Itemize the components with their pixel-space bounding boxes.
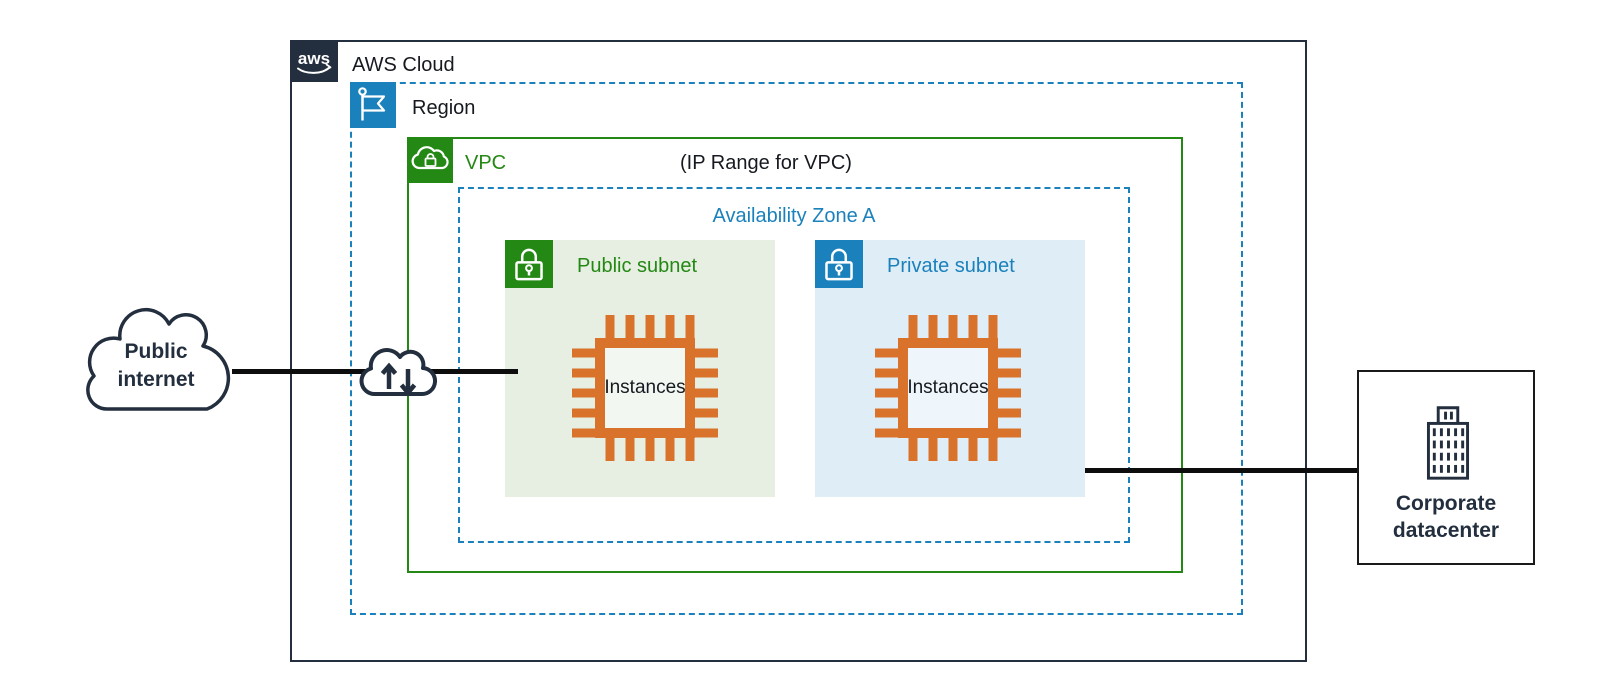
private-subnet-label: Private subnet xyxy=(887,255,1015,277)
public-internet-node: Public internet xyxy=(72,302,240,420)
region-group: Region VPC (IP Range for VPC) Availabili… xyxy=(350,82,1243,615)
aws-cloud-group: aws AWS Cloud Region xyxy=(290,40,1307,662)
private-instances-label: Instances xyxy=(907,377,989,398)
public-instances-label: Instances xyxy=(604,377,686,398)
private-subnet-lock-icon xyxy=(815,240,863,288)
private-subnet-group: Private subnet xyxy=(815,240,1085,497)
vpc-cloud-lock-icon xyxy=(407,137,453,183)
instances-icon: Instances xyxy=(863,303,1033,473)
vpc-ip-range-label: (IP Range for VPC) xyxy=(680,152,852,174)
internet-gateway-icon xyxy=(352,332,444,410)
public-subnet-lock-icon xyxy=(505,240,553,288)
aws-logo-icon: aws xyxy=(290,40,338,82)
internet-cloud-icon xyxy=(86,307,231,411)
vpc-label: VPC xyxy=(465,152,507,174)
instances-to-datacenter-line xyxy=(1085,468,1357,473)
region-flag-icon xyxy=(350,82,396,128)
building-icon xyxy=(1420,398,1476,486)
public-subnet-label: Public subnet xyxy=(577,255,698,277)
public-subnet-group: Public subnet xyxy=(505,240,775,497)
vpc-group: VPC (IP Range for VPC) Availability Zone… xyxy=(407,137,1183,573)
aws-cloud-label: AWS Cloud xyxy=(352,54,455,76)
region-label: Region xyxy=(412,97,476,119)
availability-zone-group: Availability Zone A Public subnet xyxy=(458,187,1130,543)
instances-icon: Instances xyxy=(560,303,730,473)
corporate-datacenter-label-line2: datacenter xyxy=(1392,519,1500,542)
availability-zone-label: Availability Zone A xyxy=(712,205,876,227)
public-internet-label-line1: Public xyxy=(124,340,188,363)
aws-logo-text: aws xyxy=(298,49,330,68)
corporate-datacenter-node: Corporate datacenter xyxy=(1357,370,1535,565)
public-internet-label-line2: internet xyxy=(117,368,195,391)
corporate-datacenter-label-line1: Corporate xyxy=(1395,492,1497,515)
